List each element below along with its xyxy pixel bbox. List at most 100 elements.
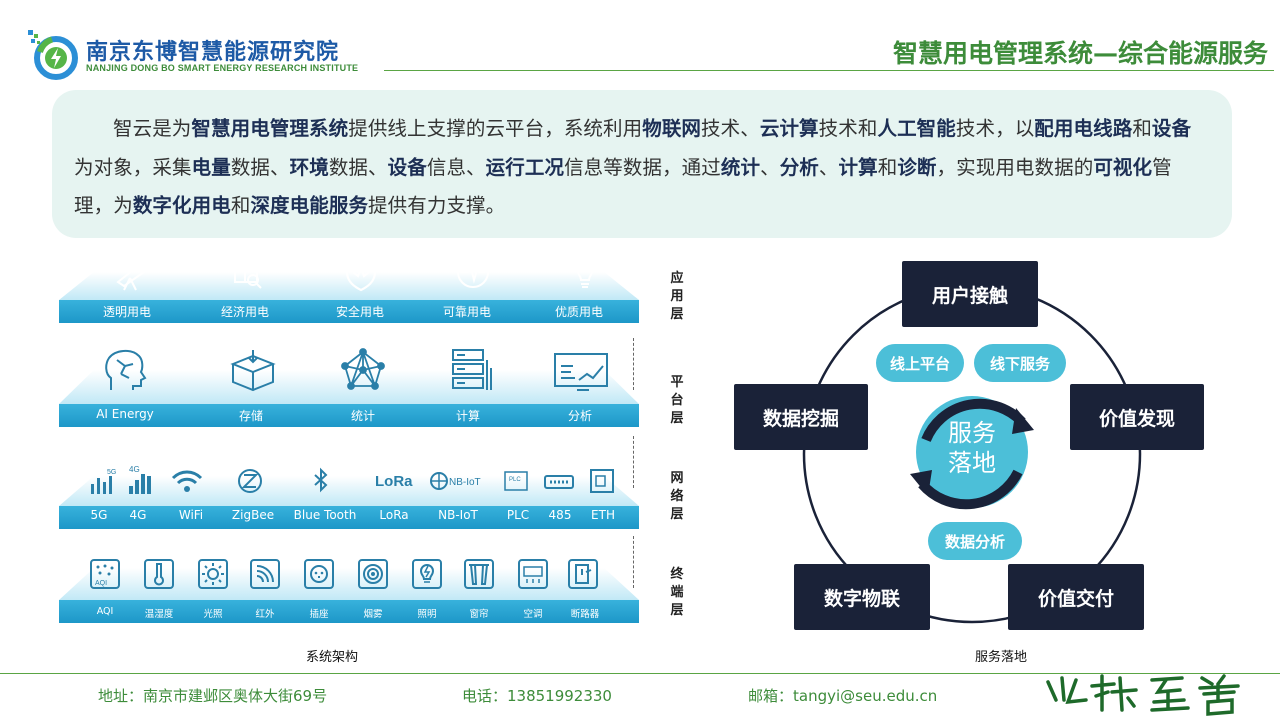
curtain-icon (464, 559, 494, 589)
network-label-3: ZigBee (231, 508, 275, 522)
layer-name-platform: 平台层 (667, 374, 687, 428)
ethernet-icon (590, 469, 614, 493)
center-label: 服务 落地 (932, 418, 1012, 478)
header-divider (384, 70, 1274, 71)
server-icon (452, 349, 492, 390)
nbiot-mark: NB-IoT (449, 477, 481, 488)
footer-address: 地址：南京市建邺区奥体大街69号 (98, 687, 328, 705)
network-label-1: 4G (129, 508, 147, 522)
lamp-icon (412, 559, 442, 589)
intro-keyword: 智慧用电管理系统 (191, 117, 349, 140)
intro-text-run: 和 (1132, 117, 1152, 140)
cycle-arrowhead-top (1012, 408, 1034, 434)
wifi-icon (171, 470, 203, 492)
intro-text-run: 数据、 (328, 155, 388, 179)
lora-icon: LoRa (375, 473, 413, 490)
terminal-label-2: 光照 (203, 609, 223, 620)
plc-mark: PLC (509, 477, 521, 483)
app-label-3: 可靠用电 (442, 305, 492, 319)
footer-divider (0, 673, 1280, 674)
intro-keyword: 分析 (779, 155, 819, 179)
layer-application (59, 250, 639, 323)
signal-4g-icon: 4G (129, 465, 151, 494)
intro-keyword: 运行工况 (485, 155, 565, 179)
intro-text-run: 智云是为 (113, 117, 192, 140)
layer-network (59, 456, 639, 529)
intro-keyword: 数字化用电 (132, 194, 231, 217)
intro-text-run: 管理，为 (74, 155, 1172, 218)
platform-label-1: 存储 (238, 409, 264, 423)
box-value-discovery: 价值发现 (1070, 384, 1204, 450)
pill-online-platform: 线上平台 (876, 344, 964, 382)
pill-data-analysis: 数据分析 (928, 522, 1022, 560)
intro-text-run: 和 (230, 194, 251, 217)
service-diagram: 服务 落地 用户接触 数据挖掘 价值发现 数字物联 价值交付 线上平台 线下服务… (730, 258, 1210, 638)
intro-box: 智云是为智慧用电管理系统提供线上支撑的云平台，系统利用物联网技术、云计算技术和人… (52, 90, 1232, 238)
thermometer-icon (144, 559, 174, 589)
layer-name-text: 平台层 (670, 375, 684, 426)
box-data-mining: 数据挖掘 (734, 384, 868, 450)
intro-text-run: 技术和 (818, 117, 878, 140)
nbiot-icon: NB-IoT (430, 472, 481, 490)
footer-email[interactable]: 邮箱：tangyi@seu.edu.cn (748, 687, 938, 705)
intro-text-run: 信息等数据，通过 (564, 155, 721, 179)
platform-label-0: AI Energy (96, 407, 154, 421)
network-label-4: Blue Tooth (293, 508, 357, 522)
terminal-label-1: 温湿度 (144, 609, 174, 620)
intro-text-run: 提供线上支撑的云平台，系统利用 (348, 117, 643, 140)
intro-keyword: 环境 (289, 155, 329, 179)
intro-paragraph: 智云是为智慧用电管理系统提供线上支撑的云平台，系统利用物联网技术、云计算技术和人… (74, 110, 1210, 226)
intro-keyword: 设备 (1151, 117, 1192, 140)
app-label-2: 安全用电 (335, 305, 385, 319)
connector-line (633, 536, 634, 588)
app-label-1: 经济用电 (220, 305, 270, 319)
infrared-icon (250, 559, 280, 589)
terminal-label-6: 照明 (417, 609, 437, 620)
page-title: 智慧用电管理系统—综合能源服务 (892, 39, 1268, 68)
institute-name-en: NANJING DONG BO SMART ENERGY RESEARCH IN… (86, 63, 359, 73)
motto-calligraphy (1046, 674, 1240, 716)
intro-keyword: 统计 (720, 155, 761, 179)
service-cycle-graphic (802, 284, 1142, 624)
layer-name-text: 应用层 (670, 271, 684, 322)
intro-text-run: ，实现用电数据的 (936, 155, 1094, 179)
intro-keyword: 配用电线路 (1034, 117, 1133, 140)
terminal-label-3: 红外 (255, 609, 275, 620)
grid-search-icon (234, 259, 262, 289)
intro-text-run: 提供有力支撑。 (368, 194, 506, 217)
breaker-icon (568, 559, 598, 589)
terminal-label-0: AQI (96, 606, 114, 617)
rs485-icon (544, 475, 574, 489)
network-label-9: ETH (591, 508, 615, 522)
intro-keyword: 计算 (838, 155, 878, 179)
five-g-mark: 5G (107, 469, 116, 476)
monitor-chart-icon (554, 353, 608, 391)
layer-name-application: 应用层 (667, 270, 687, 324)
intro-text-run: 为对象，采集 (74, 155, 192, 179)
layer-name-terminal: 终端层 (667, 566, 687, 620)
telescope-icon (116, 256, 150, 291)
intro-text-run: 信息、 (426, 155, 486, 179)
shield-icon (345, 254, 377, 292)
sun-icon (198, 559, 228, 589)
terminal-label-7: 窗帘 (469, 609, 489, 620)
network-label-6: NB-IoT (438, 508, 478, 522)
layer-name-network: 网络层 (667, 470, 687, 524)
intro-text-run: 、 (760, 155, 780, 179)
service-caption: 服务落地 (975, 650, 1028, 665)
platform-label-2: 统计 (350, 409, 376, 423)
pill-offline-service: 线下服务 (974, 344, 1066, 382)
aqi-mark: AQI (95, 580, 107, 587)
network-label-5: LoRa (379, 508, 409, 522)
connector-line (633, 338, 634, 390)
architecture-caption: 系统架构 (306, 650, 359, 665)
intro-keyword: 云计算 (759, 117, 819, 140)
layer-name-text: 网络层 (670, 471, 684, 522)
cycle-arrow-top (921, 398, 1026, 443)
socket-icon (304, 559, 334, 589)
network-icon (341, 348, 385, 390)
aircon-icon (518, 559, 548, 589)
cycle-arrow-bottom (918, 469, 1023, 510)
platform-label-4: 分析 (567, 409, 593, 423)
network-label-0: 5G (90, 508, 108, 522)
